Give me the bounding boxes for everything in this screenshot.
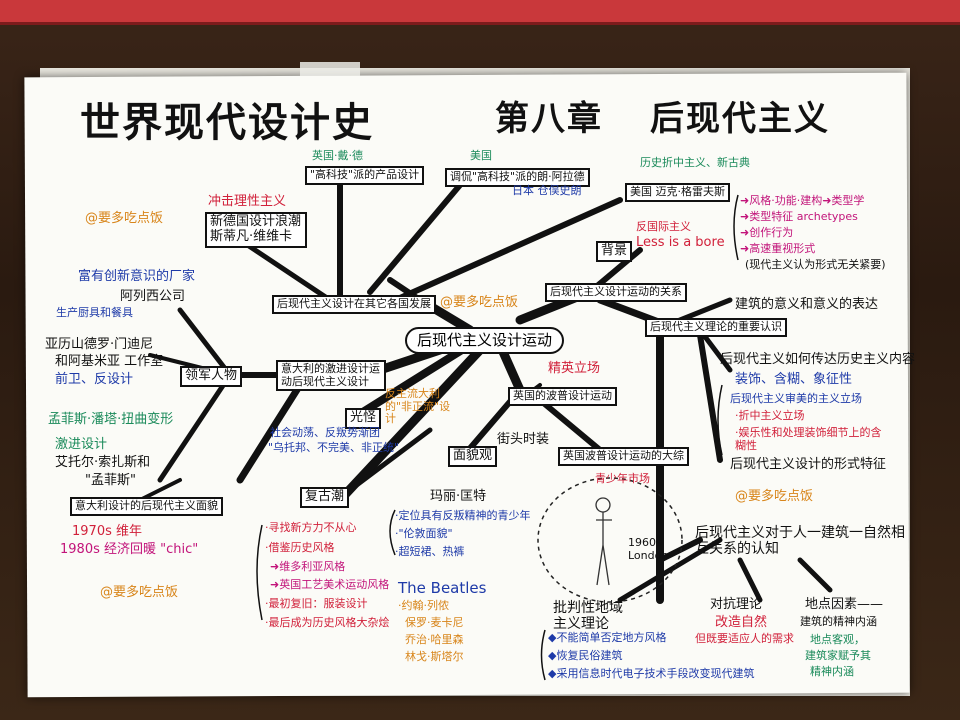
super: 反主流大利的"非正流"设计 (385, 387, 451, 426)
form: 后现代主义设计的形式特征 (730, 457, 887, 472)
seventies: 1970s 维年 (72, 524, 142, 539)
tape (300, 62, 360, 76)
theory-1: ➜风格·功能·建构➜类型学 (740, 194, 865, 207)
japan: 日本 仓俣史朗 (512, 184, 582, 197)
critical-1: ◆不能简单否定地方风格 (548, 631, 667, 644)
history: 历史折中主义、新古典 (640, 156, 750, 169)
hightech2: 调侃"高科技"派的朗·阿拉德 (445, 168, 590, 187)
memphis2: "孟菲斯" (85, 473, 136, 488)
main-title: 世界现代设计史 (80, 99, 374, 146)
critical-2: ◆恢复民俗建筑 (548, 649, 623, 662)
critical: 批判性地域主义理论 (553, 600, 623, 633)
youth1: ·定位具有反叛精神的青少年 (395, 509, 531, 522)
contrast-2: 改造自然 (715, 615, 768, 630)
elite: 精英立场 (548, 361, 601, 376)
quant: 玛丽·匡特 (430, 489, 487, 504)
place-2: 建筑的精神内涵 (800, 615, 877, 628)
alessi: 阿列西公司 (120, 289, 186, 304)
sottsass: 艾托尔·索扎斯和 (55, 455, 151, 470)
h2: ·折中主义立场 (735, 409, 805, 422)
less-bore: Less is a bore (636, 235, 725, 250)
sottsass2: 孟菲斯·潘塔·扭曲变形 (48, 412, 174, 427)
h3: ·娱乐性和处理装饰细节上的含糊性 (735, 426, 882, 452)
retro-4: ➜英国工艺美术运动风格 (270, 578, 390, 591)
theory-5: (现代主义认为形式无关紧要) (745, 258, 886, 271)
rational: 冲击理性主义 (208, 194, 287, 209)
retro-5: ·最初复旧：服装设计 (265, 597, 368, 610)
social: 社会动荡、反叛势渐团 (270, 426, 380, 439)
radical: 激进设计 (55, 437, 108, 452)
memphis: 新德国设计浪潮 斯蒂凡·维维卡 (205, 212, 307, 248)
youth3: ·超短裙、热裤 (395, 545, 465, 558)
node-other-countries: 后现代主义设计在其它各国发展 (272, 295, 436, 314)
node-face: 面貌观 (448, 446, 498, 467)
theory-3: ➜创作行为 (740, 226, 794, 239)
topic-title: 后现代主义 (650, 99, 830, 139)
venturi: 美国 迈克·格雷夫斯 (625, 183, 730, 202)
watermark-2: @要多吃点饭 (440, 295, 519, 310)
youth2: ·"伦敦面貌" (395, 527, 453, 540)
watermark-4: @要多吃点饭 (735, 489, 814, 504)
beatles: The Beatles (398, 579, 487, 597)
node-theory-important: 后现代主义理论的重要认识 (645, 318, 787, 337)
retro-1: ·寻找新方力不从心 (265, 521, 357, 534)
street: 街头时装 (497, 432, 550, 447)
hist-content: 后现代主义如何传达历史主义内容 (720, 352, 916, 367)
decor: 装饰、含糊、象征性 (735, 372, 853, 387)
front-design: 前卫、反设计 (55, 372, 134, 387)
kitchen: 生产厨具和餐具 (56, 306, 133, 319)
place-3: 地点客观， (810, 633, 865, 646)
node-leaders: 领军人物 (180, 366, 243, 387)
theory-2: ➜类型特征 archetypes (740, 210, 858, 223)
watermark-3: @要多吃点饭 (100, 585, 179, 600)
beatle-4: 林戈·斯塔尔 (405, 650, 464, 663)
eighties: 1980s 经济回暖 "chic" (60, 542, 199, 557)
contrast: 对抗理论 (710, 597, 763, 612)
beatle-2: 保罗·麦卡尼 (405, 616, 464, 629)
chapter-title: 第八章 (495, 99, 603, 139)
place-4: 建筑家赋予其 (805, 649, 871, 662)
zanuso: 和阿基米亚 工作室 (55, 354, 164, 369)
center-node: 后现代主义设计运动 (405, 327, 565, 355)
retro-2: ·借鉴历史风格 (265, 541, 335, 554)
node-italy: 意大利的激进设计运动后现代主义设计 (276, 360, 386, 392)
red-book-edge (0, 0, 960, 25)
beatle-3: 乔治·哈里森 (405, 633, 464, 646)
h1: 后现代主义审美的主义立场 (730, 392, 862, 405)
theory-4: ➜高速重视形式 (740, 242, 816, 255)
place: 地点因素—— (805, 597, 884, 612)
node-retro: 复古潮 (300, 487, 350, 508)
mendini: 亚历山德罗·门迪尼 (45, 337, 154, 352)
retro-6: ·最后成为历史风格大杂烩 (265, 616, 390, 629)
anti-intl: 反国际主义 (636, 220, 691, 233)
arch: 建筑的意义和意义的表达 (735, 297, 879, 312)
node-background: 背景 (596, 241, 633, 262)
ideals: "乌托邦、不完美、非正统" (268, 441, 400, 454)
beatle-1: ·约翰·列侬 (398, 599, 449, 612)
contrast-3: 但既要适应人的需求 (695, 632, 794, 645)
uk-bold: 英国·戴·德 (312, 149, 363, 162)
node-design-style: 意大利设计的后现代主义面貌 (70, 497, 223, 516)
node-nature: 后现代主义对于人一建筑一自然相互关系的认知 (695, 525, 905, 558)
retro-3: ➜维多利亚风格 (270, 560, 346, 573)
critical-3: ◆采用信息时代电子技术手段改变现代建筑 (548, 667, 755, 680)
node-light: 光怪 (345, 408, 382, 429)
hightech: "高科技"派的产品设计 (305, 166, 425, 185)
watermark-1: @要多吃点饭 (85, 211, 164, 226)
us-label: 美国 (470, 149, 492, 162)
node-british: 英国的波普设计运动 (508, 387, 617, 406)
place-5: 精神内涵 (810, 665, 854, 678)
node-british-big: 英国波普设计运动的大综 (558, 447, 689, 466)
london: 1960s London (628, 536, 669, 562)
node-theory-key: 后现代主义设计运动的关系 (545, 283, 687, 302)
creative: 富有创新意识的厂家 (78, 269, 196, 284)
youth-market: 青少年市场 (595, 472, 650, 485)
